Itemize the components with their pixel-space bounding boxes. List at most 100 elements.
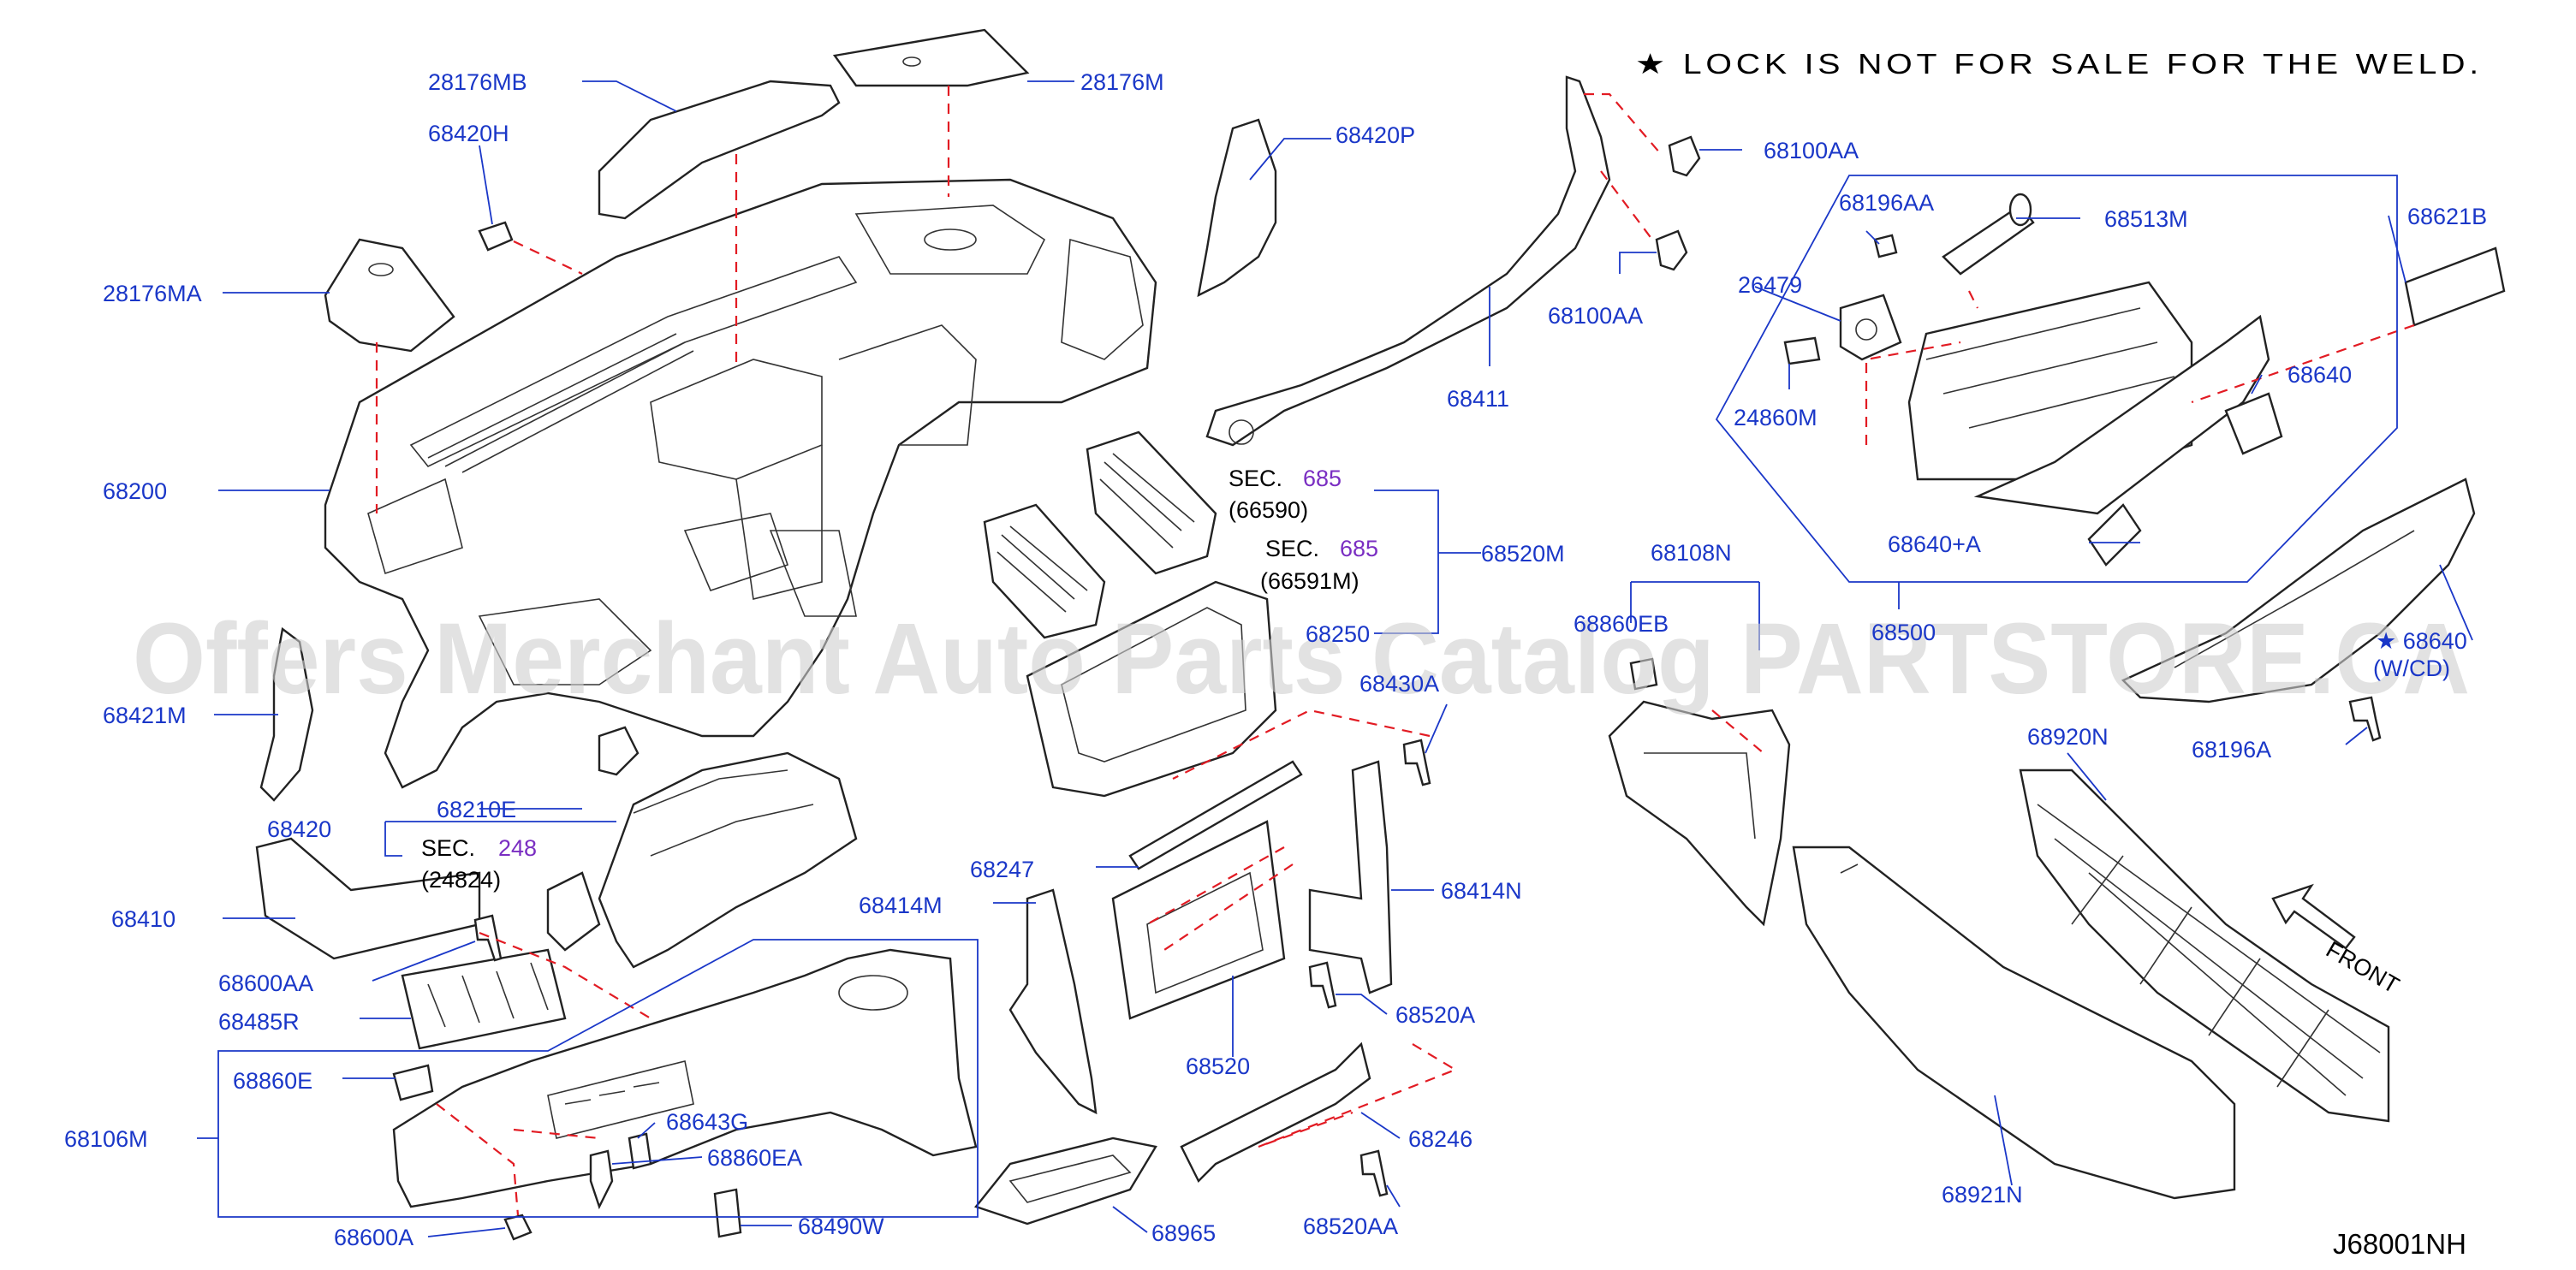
sec-685b-word: SEC.: [1265, 536, 1319, 561]
tray-68965: [973, 1136, 1157, 1225]
label-68520: 68520: [1186, 1053, 1250, 1079]
label-68513m: 68513M: [2104, 206, 2188, 232]
label-68640: 68640: [2287, 362, 2352, 388]
label-68246: 68246: [1408, 1126, 1472, 1152]
label-68414m: 68414M: [859, 893, 943, 918]
label-68247: 68247: [970, 857, 1034, 882]
sec-685b-ref: (66591M): [1260, 568, 1359, 594]
label-68920n: 68920N: [2027, 724, 2109, 750]
bracket-68246: [1180, 1042, 1371, 1184]
screw-68430a: [1402, 739, 1431, 786]
label-24860m: 24860M: [1734, 405, 1817, 430]
molding-hole: [1229, 419, 1254, 445]
label-68490w: 68490W: [798, 1214, 884, 1239]
side-finisher-68421m: [259, 626, 314, 802]
screw-68600aa: [473, 914, 503, 962]
label-68860e: 68860E: [233, 1068, 312, 1094]
side-cover-28176ma: [324, 238, 455, 353]
speaker-grille-hole: [902, 56, 921, 67]
glove-box-lid: [2121, 478, 2476, 703]
label-68965: 68965: [1151, 1220, 1216, 1246]
part-68640-a: [2087, 503, 2142, 567]
assembly-guides: [375, 86, 2415, 1216]
label-wcd: (W/CD): [2373, 656, 2450, 681]
label-68100aa-top: 68100AA: [1764, 138, 1859, 163]
label-28176m: 28176M: [1080, 69, 1164, 95]
lock-note: ★ LOCK IS NOT FOR SALE FOR THE WELD.: [1635, 48, 2483, 80]
sec-248-word: SEC.: [421, 835, 475, 861]
switch-68485r: [401, 948, 567, 1050]
label-68420h: 68420H: [428, 121, 509, 146]
clip-68860eb: [1629, 657, 1658, 691]
section-references: SEC. 685 (66590) SEC. 685 (66591M) SEC. …: [421, 466, 1378, 893]
bracket-68210e: [598, 726, 640, 776]
screw-68100aa-top: [1668, 135, 1701, 177]
clip-68860ea: [589, 1149, 614, 1210]
trim-strip: [1128, 760, 1303, 870]
diagram-code: J68001NH: [2333, 1228, 2466, 1260]
label-68106m: 68106M: [64, 1126, 148, 1152]
label-68250: 68250: [1306, 621, 1370, 647]
defroster-grille-28176mb: [598, 80, 841, 220]
sec-248-ref: (24824): [421, 867, 501, 893]
label-26479: 26479: [1738, 272, 1802, 298]
lower-cover-68410: [255, 837, 481, 960]
glove-box-assembly: [1783, 193, 2270, 515]
label-68600a: 68600A: [334, 1225, 413, 1250]
label-68485r: 68485R: [218, 1009, 300, 1035]
label-68600aa: 68600AA: [218, 970, 313, 996]
label-68643g: 68643G: [666, 1109, 748, 1135]
sec-248-num: 248: [498, 835, 537, 861]
instrument-panel-drawing: [324, 178, 1157, 789]
label-68520aa: 68520AA: [1303, 1214, 1398, 1239]
lower-panel-68106m: [392, 948, 978, 1208]
lower-panel-68921n: [1792, 846, 2236, 1200]
screw-68196a: [2348, 696, 2382, 742]
label-68414n: 68414N: [1441, 878, 1522, 904]
label-68520a: 68520A: [1395, 1002, 1475, 1028]
label-68621b: 68621B: [2407, 204, 2487, 229]
cover-68621b: [2404, 246, 2506, 327]
screw-68520aa: [1359, 1149, 1389, 1197]
clip-68860e: [392, 1064, 434, 1101]
clip-68420h: [478, 221, 514, 252]
label-68420: 68420: [267, 816, 331, 842]
side-cover-68108n: [1608, 700, 1791, 927]
label-68100aa-mid: 68100AA: [1548, 303, 1643, 329]
part-labels: 28176MB 28176M 68420H 68420P 28176MA 682…: [64, 69, 2487, 1250]
center-frame-68250: [1026, 580, 1277, 798]
bracket-lines: [217, 175, 2398, 1218]
front-label: FRONT: [2322, 936, 2404, 998]
screw-68520a: [1308, 961, 1337, 1009]
label-68860ea: 68860EA: [707, 1145, 802, 1171]
label-68421m: 68421M: [103, 703, 187, 728]
part-68640: [2224, 392, 2283, 455]
cluster-lid: [598, 751, 858, 969]
a-pillar-molding-68411: [1205, 75, 1611, 447]
label-28176ma: 28176MA: [103, 281, 202, 306]
label-68640-star: ★ 68640: [2376, 628, 2467, 654]
label-68210e: 68210E: [437, 797, 516, 822]
label-68196a: 68196A: [2192, 737, 2271, 763]
watermark: Offers Merchant Auto Parts Catalog PARTS…: [133, 602, 2470, 715]
audio-frame-68520: [1111, 820, 1286, 1020]
label-68196aa: 68196AA: [1839, 190, 1934, 216]
sec-685a-word: SEC.: [1229, 466, 1282, 491]
harness-connector: [546, 871, 601, 952]
clip-68490w: [713, 1188, 742, 1238]
sec-685a-ref: (66590): [1229, 497, 1308, 523]
label-68860eb: 68860EB: [1574, 611, 1669, 637]
side-cover-hole: [368, 263, 394, 276]
vent-66591m: [983, 503, 1106, 639]
leader-lines: [197, 80, 2473, 1237]
sec-685a-num: 685: [1303, 466, 1342, 491]
label-68420p: 68420P: [1336, 122, 1415, 148]
label-68520m: 68520M: [1481, 541, 1565, 567]
vent-66590: [1086, 430, 1217, 575]
label-68640-a: 68640+A: [1888, 531, 1981, 557]
label-68921n: 68921N: [1942, 1182, 2023, 1208]
speaker-grille-28176m: [832, 28, 1030, 87]
sec-685b-num: 685: [1340, 536, 1378, 561]
label-68108n: 68108N: [1651, 540, 1732, 566]
